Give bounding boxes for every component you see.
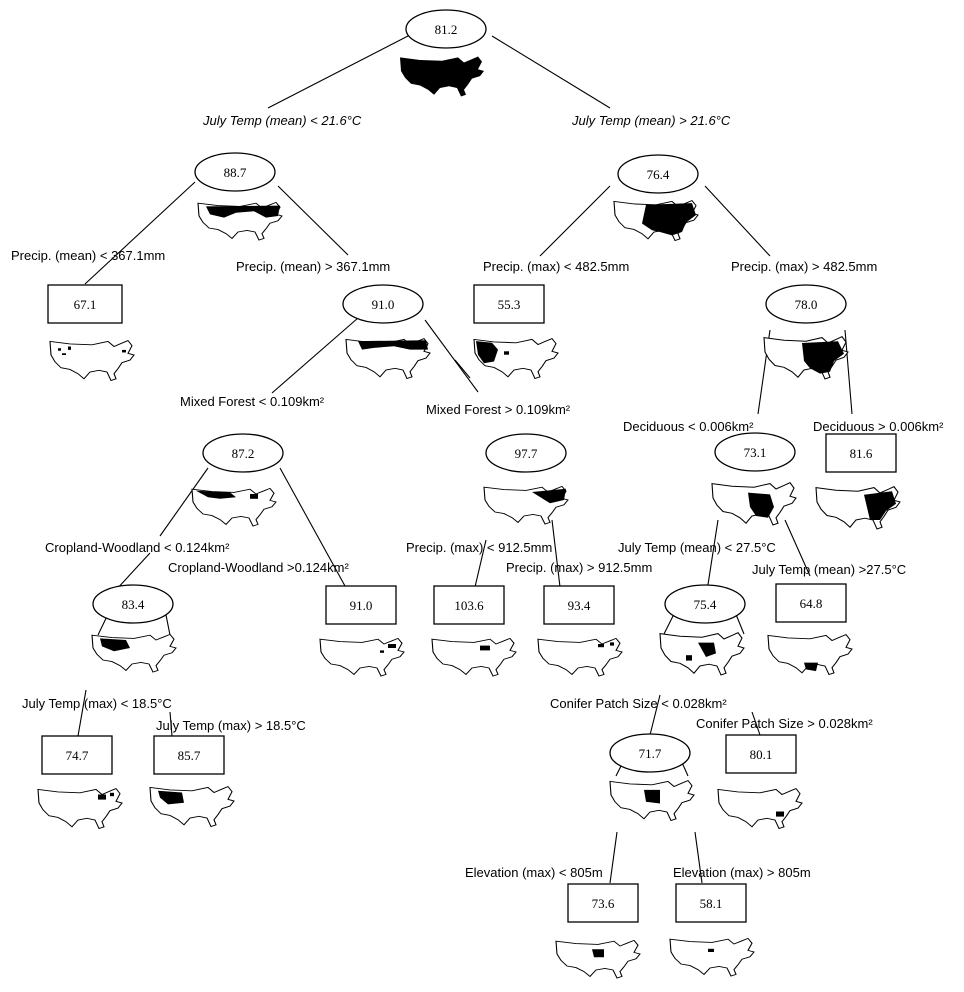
node-81-6-value: 81.6 bbox=[850, 446, 873, 461]
node-55-3: 55.3 bbox=[473, 284, 545, 324]
node-67-1-value: 67.1 bbox=[74, 297, 97, 312]
node-76-4-value: 76.4 bbox=[647, 167, 670, 182]
node-58-1: 58.1 bbox=[675, 883, 747, 923]
node-93-4: 93.4 bbox=[543, 585, 615, 625]
node-91-0-value: 91.0 bbox=[372, 297, 395, 312]
node-73-1-value: 73.1 bbox=[744, 445, 767, 460]
label-july-temp-max-high: July Temp (max) > 18.5°C bbox=[156, 718, 306, 733]
node-74-7-value: 74.7 bbox=[66, 748, 89, 763]
us-map-73-6 bbox=[555, 939, 641, 979]
node-80-1: 80.1 bbox=[725, 734, 797, 774]
us-map-74-7 bbox=[37, 787, 123, 830]
us-map-76-4 bbox=[613, 200, 699, 242]
root-node: 81.2 bbox=[405, 9, 487, 49]
node-103-6-value: 103.6 bbox=[454, 598, 484, 613]
node-97-7: 97.7 bbox=[485, 433, 567, 473]
us-map-87-2 bbox=[191, 487, 277, 527]
label-elevation-high: Elevation (max) > 805m bbox=[673, 865, 811, 880]
node-91-0b-value: 91.0 bbox=[350, 598, 373, 613]
us-map-81-6 bbox=[815, 486, 901, 530]
label-precip-max2-high: Precip. (max) > 912.5mm bbox=[506, 560, 652, 575]
node-71-7-value: 71.7 bbox=[639, 746, 662, 761]
us-map-root bbox=[400, 56, 484, 97]
label-conifer-high: Conifer Patch Size > 0.028km² bbox=[696, 716, 873, 731]
node-91-0: 91.0 bbox=[342, 284, 424, 324]
node-93-4-value: 93.4 bbox=[568, 598, 591, 613]
node-74-7: 74.7 bbox=[41, 735, 113, 775]
us-map-67-1 bbox=[49, 339, 135, 382]
root-node-value: 81.2 bbox=[435, 22, 458, 37]
label-precip-mean-high: Precip. (mean) > 367.1mm bbox=[236, 259, 390, 274]
us-map-64-8 bbox=[767, 633, 853, 676]
us-map-83-4 bbox=[91, 633, 177, 673]
label-cropland-low: Cropland-Woodland < 0.124km² bbox=[45, 540, 230, 555]
us-map-80-1 bbox=[717, 787, 803, 830]
label-mixed-forest-low: Mixed Forest < 0.109km² bbox=[180, 394, 325, 409]
label-conifer-low: Conifer Patch Size < 0.028km² bbox=[550, 696, 727, 711]
node-81-6: 81.6 bbox=[825, 433, 897, 473]
us-map-75-4 bbox=[659, 632, 745, 676]
label-deciduous-low: Deciduous < 0.006km² bbox=[623, 419, 754, 434]
us-map-55-3 bbox=[473, 337, 559, 380]
node-91-0b: 91.0 bbox=[325, 585, 397, 625]
label-july-temp-mean2-low: July Temp (mean) < 27.5°C bbox=[618, 540, 776, 555]
us-map-73-1 bbox=[711, 482, 797, 526]
us-map-97-7 bbox=[483, 485, 569, 525]
node-75-4-value: 75.4 bbox=[694, 597, 717, 612]
node-103-6: 103.6 bbox=[433, 585, 505, 625]
label-july-temp-mean-high: July Temp (mean) > 21.6°C bbox=[571, 113, 731, 128]
us-map-85-7 bbox=[149, 785, 235, 828]
node-85-7-value: 85.7 bbox=[178, 748, 201, 763]
tree-edges bbox=[77, 35, 853, 884]
node-83-4: 83.4 bbox=[92, 584, 174, 624]
label-july-temp-mean-low: July Temp (mean) < 21.6°C bbox=[202, 113, 362, 128]
us-map-58-1 bbox=[669, 937, 755, 977]
node-76-4: 76.4 bbox=[617, 154, 699, 194]
node-55-3-value: 55.3 bbox=[498, 297, 521, 312]
node-87-2-value: 87.2 bbox=[232, 446, 255, 461]
label-july-temp-max-low: July Temp (max) < 18.5°C bbox=[22, 696, 172, 711]
node-88-7-value: 88.7 bbox=[224, 165, 247, 180]
label-mixed-forest-high: Mixed Forest > 0.109km² bbox=[426, 402, 571, 417]
label-deciduous-high: Deciduous > 0.006km² bbox=[813, 419, 944, 434]
node-83-4-value: 83.4 bbox=[122, 597, 145, 612]
node-80-1-value: 80.1 bbox=[750, 747, 773, 762]
node-73-6: 73.6 bbox=[567, 883, 639, 923]
node-78-0-value: 78.0 bbox=[795, 297, 818, 312]
node-71-7: 71.7 bbox=[609, 733, 691, 773]
node-78-0: 78.0 bbox=[765, 284, 847, 324]
node-85-7: 85.7 bbox=[153, 735, 225, 775]
label-elevation-low: Elevation (max) < 805m bbox=[465, 865, 603, 880]
node-64-8: 64.8 bbox=[775, 583, 847, 623]
us-map-91-0b bbox=[319, 637, 405, 677]
node-67-1: 67.1 bbox=[47, 284, 123, 324]
node-88-7: 88.7 bbox=[194, 152, 276, 192]
us-map-78-0 bbox=[763, 336, 849, 380]
node-73-6-value: 73.6 bbox=[592, 896, 615, 911]
node-73-1: 73.1 bbox=[714, 432, 796, 472]
label-precip-mean-low: Precip. (mean) < 367.1mm bbox=[11, 248, 165, 263]
us-map-71-7 bbox=[609, 779, 695, 822]
branch-labels: July Temp (mean) < 21.6°C July Temp (mea… bbox=[11, 113, 944, 880]
us-map-93-4 bbox=[537, 637, 623, 677]
node-75-4: 75.4 bbox=[664, 584, 746, 624]
node-64-8-value: 64.8 bbox=[800, 596, 823, 611]
label-precip-max-low: Precip. (max) < 482.5mm bbox=[483, 259, 629, 274]
node-87-2: 87.2 bbox=[202, 433, 284, 473]
label-cropland-high: Cropland-Woodland >0.124km² bbox=[168, 560, 349, 575]
node-58-1-value: 58.1 bbox=[700, 896, 723, 911]
label-precip-max-high: Precip. (max) > 482.5mm bbox=[731, 259, 877, 274]
us-map-91-0 bbox=[345, 337, 431, 380]
label-july-temp-mean2-high: July Temp (mean) >27.5°C bbox=[752, 562, 906, 577]
label-precip-max2-low: Precip. (max) < 912.5mm bbox=[406, 540, 552, 555]
us-map-88-7 bbox=[197, 201, 283, 241]
us-map-103-6 bbox=[431, 637, 517, 677]
node-97-7-value: 97.7 bbox=[515, 446, 538, 461]
